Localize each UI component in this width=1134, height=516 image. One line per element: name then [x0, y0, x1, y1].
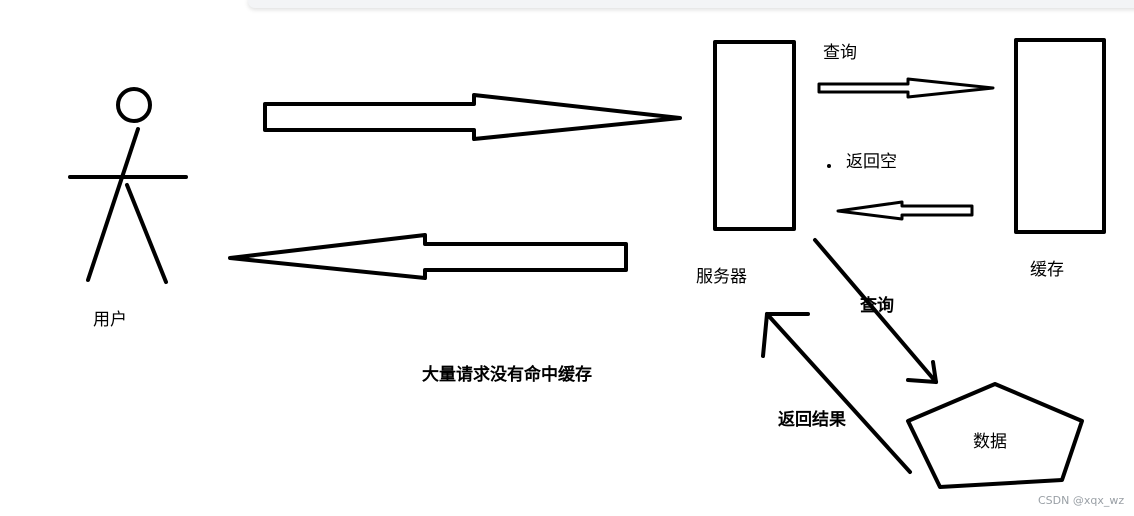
diagram-caption: 大量请求没有命中缓存: [422, 365, 592, 385]
response-arrow: [228, 233, 628, 280]
query-cache-label: 查询: [823, 43, 857, 63]
user-stick-figure: [68, 87, 188, 284]
database-label: 数据: [973, 432, 1007, 452]
server-box: [713, 40, 796, 231]
user-label: 用户: [93, 310, 127, 330]
watermark: CSDN @xqx_wz: [1038, 494, 1125, 507]
server-label: 服务器: [696, 267, 747, 287]
query-cache-arrow: [817, 77, 995, 99]
cache-box: [1014, 38, 1106, 234]
return-result-arrow: [761, 312, 912, 474]
user-leg: [125, 183, 168, 284]
request-arrow: [263, 93, 682, 141]
query-db-arrow: [813, 238, 938, 384]
browser-top-bar: [248, 0, 1134, 8]
cache-label: 缓存: [1030, 260, 1064, 280]
query-db-label: 查询: [860, 296, 894, 316]
return-result-label: 返回结果: [778, 410, 846, 430]
stray-dot: [827, 164, 831, 168]
user-body: [86, 127, 140, 282]
return-empty-arrow: [836, 200, 974, 221]
user-head: [116, 87, 152, 123]
return-empty-label: 返回空: [846, 152, 897, 172]
database-pentagon: [906, 382, 1084, 489]
